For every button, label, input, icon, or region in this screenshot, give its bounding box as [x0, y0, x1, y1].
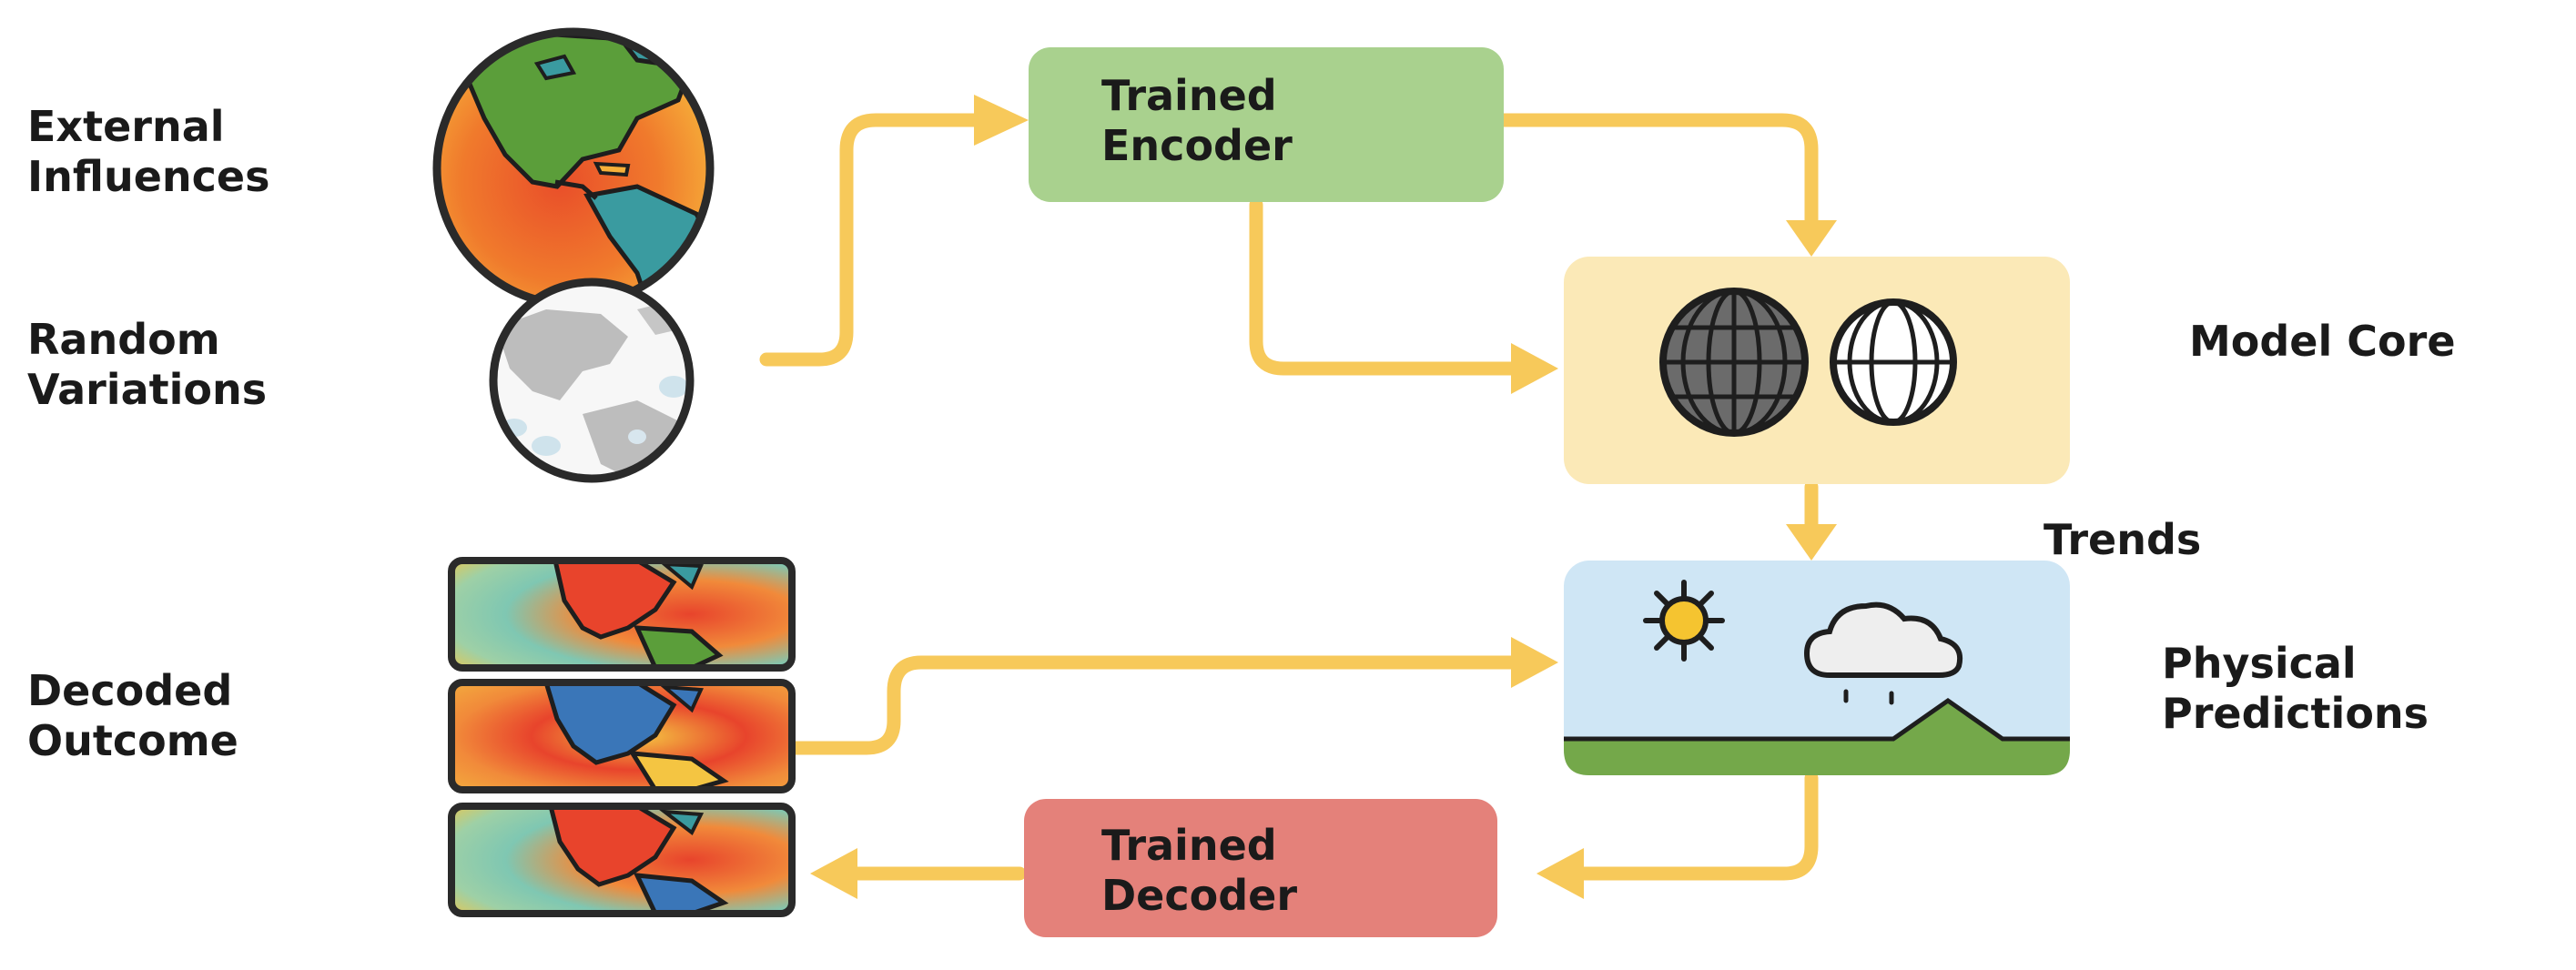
arrowhead-maps: [810, 848, 857, 899]
label-random-line1: Random: [27, 315, 220, 364]
label-random-line2: Variations: [27, 365, 268, 415]
decoder-label-line2: Decoder: [1101, 871, 1298, 921]
climate-map-icon: [448, 557, 796, 917]
label-external-line2: Influences: [27, 152, 270, 202]
decoder-box: [1024, 799, 1497, 937]
arrow-moon-to-encoder: [759, 113, 986, 367]
label-physical-predictions: Physical Predictions: [2162, 639, 2429, 739]
label-physical-line1: Physical: [2162, 639, 2357, 688]
wireframe-globe-icon: [1659, 288, 1957, 437]
encoder-label: Trained Encoder: [1101, 71, 1293, 171]
label-physical-line2: Predictions: [2162, 689, 2429, 739]
label-decoded-line2: Outcome: [27, 716, 238, 766]
label-decoded-line1: Decoded: [27, 666, 233, 715]
arrow-maps-to-predictions: [786, 655, 1523, 755]
arrow-encoder-to-core: [1496, 113, 1819, 233]
arrow-predictions-to-decoder: [1572, 771, 1819, 881]
arrowhead-predictions: [1786, 524, 1837, 561]
label-external-influences: External Influences: [27, 102, 270, 202]
encoder-label-line2: Encoder: [1101, 121, 1293, 171]
encoder-label-line1: Trained: [1101, 71, 1277, 120]
arrowhead-encoder: [974, 95, 1029, 146]
arrowhead-core-top: [1786, 220, 1837, 257]
decoder-label: Trained Decoder: [1101, 821, 1297, 921]
moon-icon: [489, 278, 695, 483]
earth-globe-icon: [432, 27, 715, 309]
arrow-encoder-bottom-to-core: [1249, 197, 1523, 376]
encoder-box: [1029, 47, 1504, 202]
arrowhead-decoder: [1536, 848, 1584, 899]
label-decoded-outcome: Decoded Outcome: [27, 666, 238, 766]
label-external-line1: External: [27, 102, 225, 151]
label-model-core: Model Core: [2189, 317, 2456, 366]
arrowhead-core-left: [1511, 343, 1558, 394]
label-trends: Trends: [2044, 515, 2202, 564]
decoder-label-line1: Trained: [1101, 821, 1277, 870]
weather-scene-icon: [1643, 580, 1962, 705]
model-core-box: [1564, 257, 2070, 484]
cloud-icon: [1803, 601, 1962, 705]
label-random-variations: Random Variations: [27, 315, 267, 415]
arrowhead-predictions-left: [1511, 637, 1558, 688]
sun-icon: [1643, 580, 1725, 662]
